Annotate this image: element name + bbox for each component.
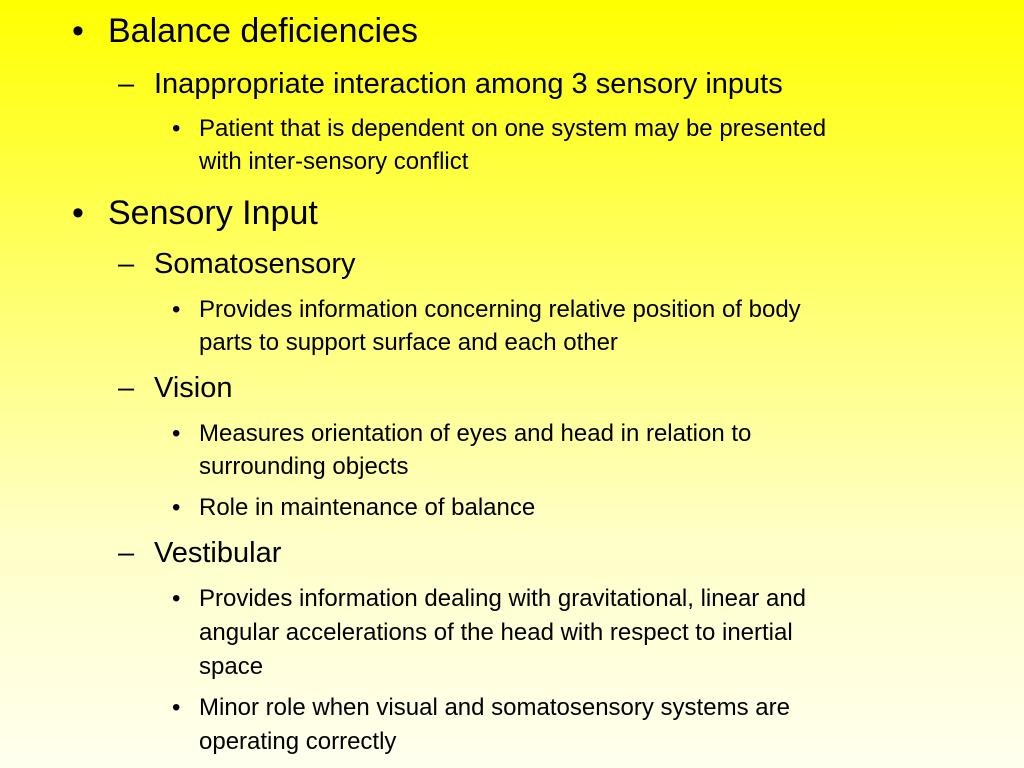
point-text-line: with inter-sensory conflict: [199, 148, 469, 175]
point-text-line: space: [199, 653, 264, 680]
sub-text: Vestibular: [154, 537, 282, 569]
sub-text: Somatosensory: [154, 248, 356, 280]
point-text-line: Provides information concerning relative…: [199, 296, 801, 323]
point-text-line: Patient that is dependent on one system …: [199, 115, 827, 142]
sub-text: Inappropriate interaction among 3 sensor…: [154, 68, 783, 100]
bullet-marker: •: [172, 115, 181, 142]
point-text-line: Minor role when visual and somatosensory…: [199, 694, 790, 721]
point-text-line: Measures orientation of eyes and head in…: [199, 420, 752, 447]
bullet-marker: •: [172, 420, 181, 447]
bullet-text: Sensory Input: [108, 194, 318, 232]
bullet-marker: •: [172, 296, 181, 323]
bullet-marker: •: [72, 194, 84, 232]
bullet-marker: •: [172, 585, 181, 612]
point-text-line: surrounding objects: [199, 453, 409, 480]
sub-text: Vision: [154, 372, 233, 404]
point-text-line: Role in maintenance of balance: [199, 494, 536, 521]
dash-marker: –: [118, 248, 135, 280]
point-text-line: Provides information dealing with gravit…: [199, 585, 807, 612]
point-text-line: operating correctly: [199, 728, 397, 755]
bullet-marker: •: [72, 12, 84, 50]
point-text-line: parts to support surface and each other: [199, 329, 618, 356]
bullet-marker: •: [172, 694, 181, 721]
dash-marker: –: [118, 68, 135, 100]
dash-marker: –: [118, 537, 135, 569]
point-text-line: angular accelerations of the head with r…: [199, 619, 793, 646]
dash-marker: –: [118, 372, 135, 404]
bullet-text: Balance deficiencies: [108, 12, 418, 50]
bullet-marker: •: [172, 494, 181, 521]
